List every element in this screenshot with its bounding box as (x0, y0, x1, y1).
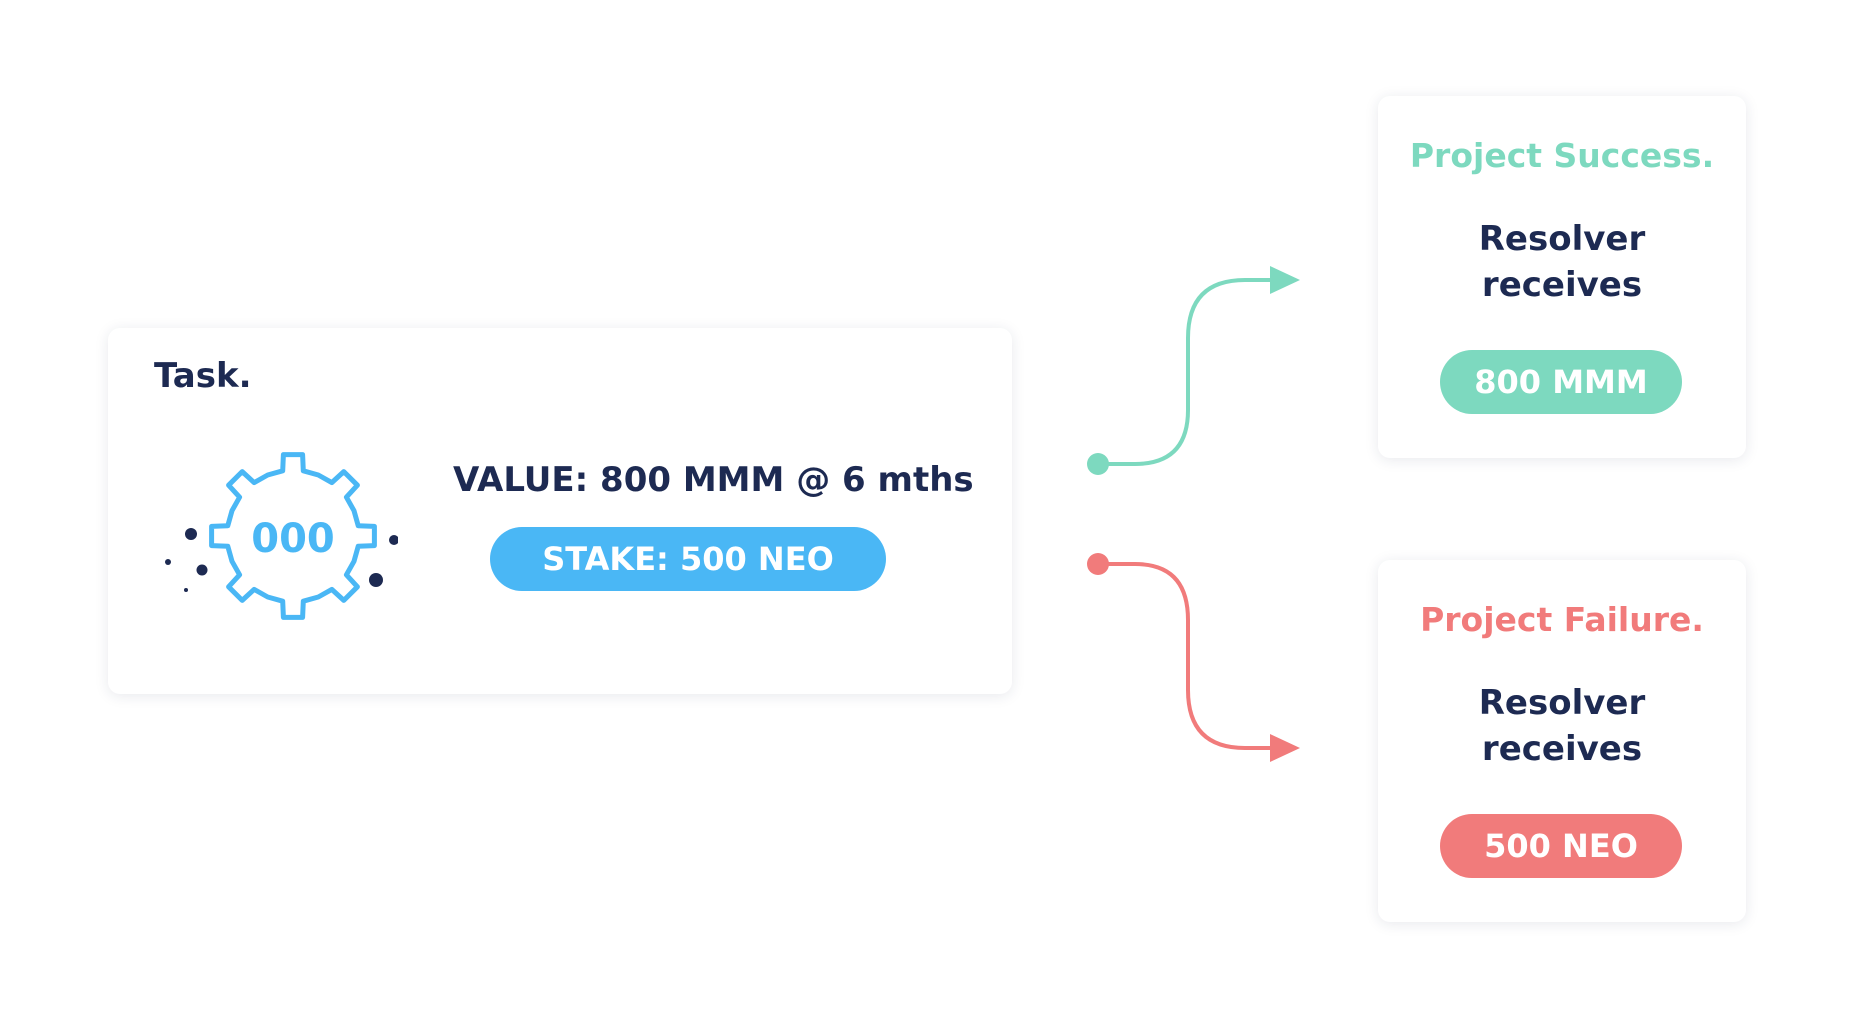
success-description-line1: Resolver (1478, 219, 1646, 259)
task-title: Task. (154, 356, 252, 396)
particle-dot (389, 535, 398, 545)
failure-connector-start-dot (1087, 553, 1109, 575)
gear-label: 000 (251, 516, 335, 562)
gear-graphic (165, 452, 398, 620)
failure-connector-line (1098, 562, 1270, 750)
success-connector-line (1098, 278, 1270, 466)
arrow-right-icon (1270, 734, 1300, 762)
particle-dot (165, 559, 171, 565)
task-card: Task. 000 VALUE: 800 MMM @ 6 mths STAKE:… (108, 328, 1012, 694)
failure-description-line1: Resolver (1478, 683, 1646, 723)
failure-amount-badge: 500 NEO (1440, 814, 1682, 878)
success-description: Resolver receives (1378, 216, 1746, 308)
particle-dot (184, 588, 188, 592)
failure-title: Project Failure. (1420, 600, 1704, 639)
task-value-text: VALUE: 800 MMM @ 6 mths (453, 460, 974, 500)
particle-dot (185, 528, 197, 540)
success-card: Project Success. Resolver receives 800 M… (1378, 96, 1746, 458)
stake-badge: STAKE: 500 NEO (490, 527, 886, 591)
gear-outline (209, 452, 377, 620)
gear-icon: 000 (148, 438, 398, 638)
success-connector-start-dot (1087, 453, 1109, 475)
arrow-right-icon (1270, 266, 1300, 294)
failure-description-line2: receives (1481, 729, 1643, 769)
particle-dot (369, 573, 383, 587)
success-amount-badge: 800 MMM (1440, 350, 1682, 414)
failure-card: Project Failure. Resolver receives 500 N… (1378, 560, 1746, 922)
success-connector (1087, 266, 1300, 475)
success-title: Project Success. (1409, 136, 1715, 175)
failure-description: Resolver receives (1378, 680, 1746, 772)
success-description-line2: receives (1481, 265, 1643, 305)
particle-dot (196, 564, 208, 576)
failure-connector (1087, 553, 1300, 762)
